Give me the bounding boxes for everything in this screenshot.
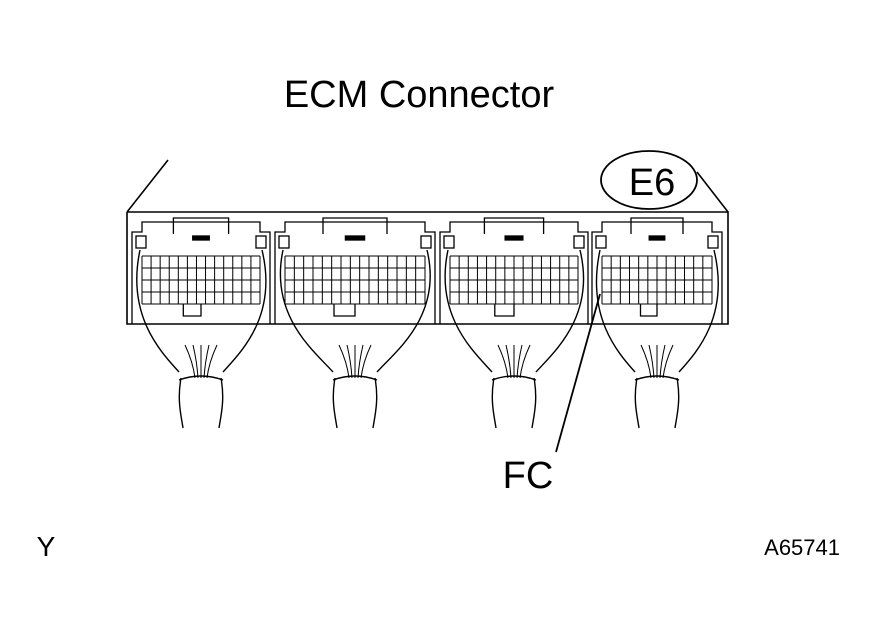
bundle-wire [192, 344, 199, 379]
e6-callout-ellipse [600, 150, 698, 210]
cable-top [634, 375, 680, 381]
terminal-label-fc: FC [503, 455, 554, 497]
bundle-loop [444, 249, 585, 373]
connector-blocks [131, 217, 723, 324]
bundle-wire [203, 344, 210, 379]
bundle-cable [178, 377, 224, 429]
block-frame [131, 221, 271, 324]
bundle-wire [338, 344, 350, 379]
terminal-grid [449, 255, 579, 305]
block-latch [172, 217, 230, 234]
bundle-cable [634, 377, 680, 429]
bundle-wire [648, 344, 655, 379]
connector-block [274, 217, 436, 324]
block-tab [443, 235, 455, 249]
bundle-wire [357, 344, 364, 379]
block-latch [483, 217, 545, 234]
wire-bundles [136, 249, 719, 429]
connector-block [131, 217, 271, 324]
block-frame [274, 221, 436, 324]
bundle-loop [595, 249, 719, 373]
bundle-loop [136, 249, 267, 373]
wire-bundle [136, 249, 267, 429]
bundle-wire [516, 344, 523, 379]
key-notch [639, 304, 658, 317]
block-tab [595, 235, 607, 249]
bundle-wire [659, 344, 666, 379]
bundle-wire [497, 344, 509, 379]
block-tab [420, 235, 432, 249]
block-latch [322, 217, 388, 234]
bundle-wire [519, 344, 531, 379]
cable-top [178, 375, 224, 381]
key-notch [333, 304, 356, 317]
bundle-wire [662, 344, 674, 379]
diagram-title: ECM Connector [284, 74, 555, 116]
cable-top [332, 375, 378, 381]
terminal-grid [601, 255, 713, 305]
bundle-loop [279, 249, 431, 373]
key-notch [182, 304, 202, 317]
block-tab [135, 235, 147, 249]
block-latch [630, 217, 684, 234]
latch-slot [192, 235, 210, 241]
bundle-cable [332, 377, 378, 429]
housing-right-edge [696, 171, 729, 213]
connector-housing [126, 159, 729, 325]
bundle-wire [505, 344, 512, 379]
figure-code: A65741 [764, 535, 840, 560]
connector-label-e6: E6 [629, 162, 675, 204]
latch-slot [504, 235, 524, 241]
key-notch [494, 304, 515, 317]
bundle-wire [640, 344, 652, 379]
wire-bundle [595, 249, 719, 429]
bundle-wire [360, 344, 372, 379]
corner-letter: Y [37, 531, 56, 562]
block-tab [278, 235, 290, 249]
bundle-wire [206, 344, 218, 379]
block-tab [255, 235, 267, 249]
bundle-wire [346, 344, 353, 379]
fc-leader-line [555, 293, 601, 453]
terminal-grid [284, 255, 426, 305]
housing-left-edge [126, 159, 169, 213]
housing-top-edge [126, 211, 729, 325]
block-frame [591, 221, 723, 324]
latch-slot [648, 235, 666, 241]
terminal-grid [141, 255, 261, 305]
bundle-wire [184, 344, 196, 379]
bundle-cable [491, 377, 537, 429]
latch-slot [344, 235, 366, 241]
connector-block [439, 217, 589, 324]
cable-top [491, 375, 537, 381]
block-tab [573, 235, 585, 249]
block-tab [707, 235, 719, 249]
wire-bundle [279, 249, 431, 429]
wire-bundle [444, 249, 585, 429]
block-frame [439, 221, 589, 324]
connector-block [591, 217, 723, 324]
